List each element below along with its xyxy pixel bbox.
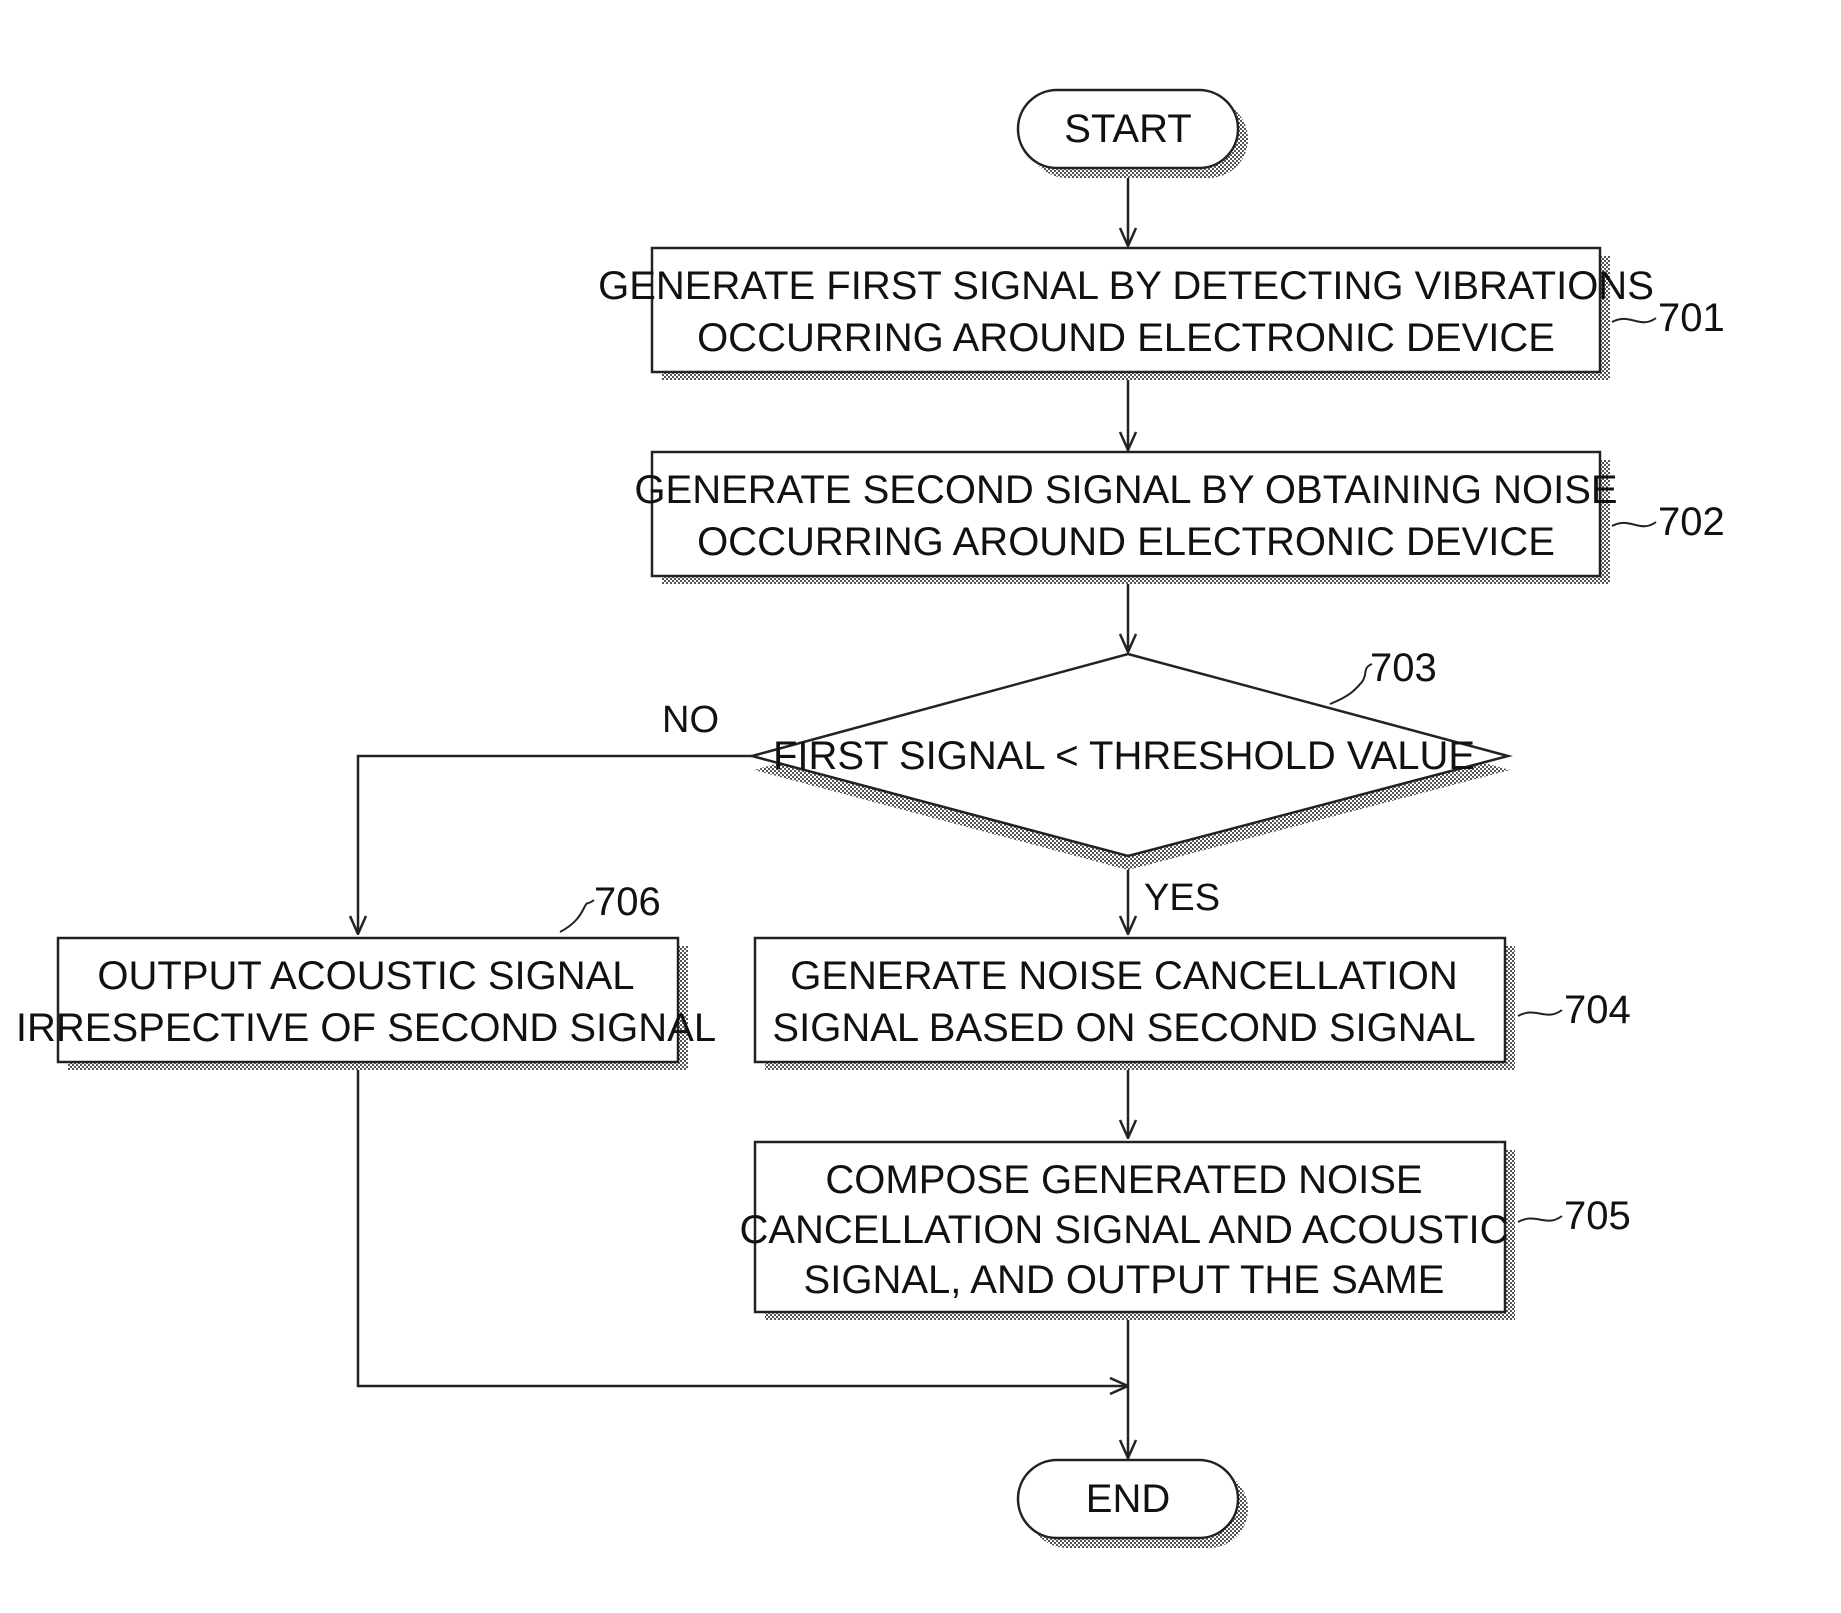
end-label: END [1086,1477,1170,1521]
decision-703-text: FIRST SIGNAL < THRESHOLD VALUE [773,734,1475,778]
step-701-line-2: OCCURRING AROUND ELECTRONIC DEVICE [697,316,1555,360]
step-706-ref: 706 [594,880,661,924]
step-706-line-2: IRRESPECTIVE OF SECOND SIGNAL [16,1006,716,1050]
step-705-line-1: COMPOSE GENERATED NOISE [825,1158,1422,1202]
branch-no-label: NO [662,699,719,741]
step-702: GENERATE SECOND SIGNAL BY OBTAINING NOIS… [634,452,1724,584]
step-701-leader [1612,318,1656,322]
step-704-ref: 704 [1564,988,1631,1032]
decision-703-leader [1330,664,1372,704]
step-702-line-2: OCCURRING AROUND ELECTRONIC DEVICE [697,520,1555,564]
step-701-line-1: GENERATE FIRST SIGNAL BY DETECTING VIBRA… [598,264,1654,308]
step-702-ref: 702 [1658,500,1725,544]
step-705-ref: 705 [1564,1194,1631,1238]
step-704-line-2: SIGNAL BASED ON SECOND SIGNAL [772,1006,1475,1050]
step-706: OUTPUT ACOUSTIC SIGNAL IRRESPECTIVE OF S… [16,880,716,1070]
step-701: GENERATE FIRST SIGNAL BY DETECTING VIBRA… [598,248,1725,380]
step-706-leader [560,900,594,932]
branch-yes-label: YES [1144,877,1220,919]
step-702-leader [1612,522,1656,526]
step-705-line-2: CANCELLATION SIGNAL AND ACOUSTIC [739,1208,1508,1252]
step-701-ref: 701 [1658,296,1725,340]
start-terminal: START [1018,90,1248,178]
step-704-line-1: GENERATE NOISE CANCELLATION [790,954,1458,998]
start-label: START [1064,107,1191,151]
step-705-line-3: SIGNAL, AND OUTPUT THE SAME [804,1258,1445,1302]
step-704: GENERATE NOISE CANCELLATION SIGNAL BASED… [755,938,1631,1070]
step-702-line-1: GENERATE SECOND SIGNAL BY OBTAINING NOIS… [634,468,1617,512]
step-705-leader [1518,1216,1562,1222]
step-706-line-1: OUTPUT ACOUSTIC SIGNAL [97,954,634,998]
decision-703-ref: 703 [1370,646,1437,690]
decision-703: FIRST SIGNAL < THRESHOLD VALUE 703 NO YE… [662,646,1510,919]
end-terminal: END [1018,1460,1248,1548]
arrow-703-no-to-706 [358,756,752,934]
step-704-leader [1518,1010,1562,1016]
step-705: COMPOSE GENERATED NOISE CANCELLATION SIG… [739,1142,1630,1320]
